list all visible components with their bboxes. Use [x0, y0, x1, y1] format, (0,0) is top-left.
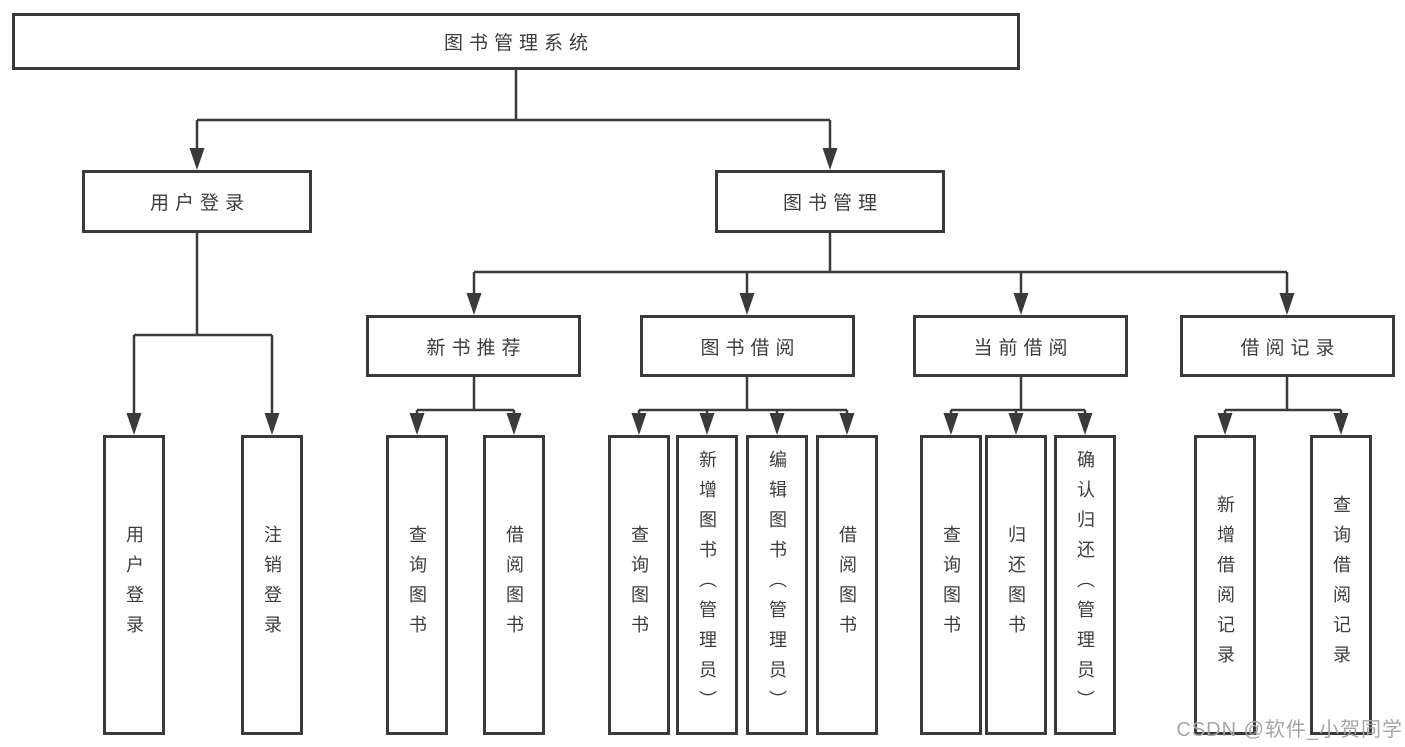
arrowhead-icon — [506, 413, 522, 435]
arrowhead-icon — [1279, 293, 1295, 315]
node-new-book-recommend: 新书推荐 — [366, 315, 581, 377]
leaf-user-login: 用户登录 — [103, 435, 165, 735]
arrowhead-icon — [264, 413, 280, 435]
leaf-query-borrow-record: 查询借阅记录 — [1310, 435, 1372, 735]
leaf-add-book-admin-label: 新增图书（管理员） — [697, 450, 717, 720]
leaf-add-borrow-record: 新增借阅记录 — [1194, 435, 1256, 735]
leaf-query-book-borrow-label: 查询图书 — [629, 525, 649, 645]
leaf-user-login-label: 用户登录 — [124, 525, 144, 645]
arrowhead-icon — [409, 413, 425, 435]
leaf-borrow-book-borrow: 借阅图书 — [816, 435, 878, 735]
node-user-login-label: 用户登录 — [149, 193, 250, 214]
node-book-management: 图书管理 — [715, 170, 945, 233]
leaf-add-borrow-record-label: 新增借阅记录 — [1215, 495, 1235, 675]
leaf-query-book-newbook-label: 查询图书 — [407, 525, 427, 645]
arrowhead-icon — [1217, 413, 1233, 435]
leaf-borrow-book-borrow-label: 借阅图书 — [837, 525, 857, 645]
arrowhead-icon — [822, 148, 838, 170]
arrowhead-icon — [839, 413, 855, 435]
node-user-login: 用户登录 — [82, 170, 312, 233]
leaf-query-book-current-label: 查询图书 — [941, 525, 961, 645]
node-root-label: 图书管理系统 — [443, 33, 594, 54]
arrowhead-icon — [769, 413, 785, 435]
arrowhead-icon — [1333, 413, 1349, 435]
node-root: 图书管理系统 — [12, 13, 1020, 70]
leaf-query-book-borrow: 查询图书 — [608, 435, 670, 735]
arrowhead-icon — [943, 413, 959, 435]
leaf-confirm-return-admin-label: 确认归还（管理员） — [1075, 450, 1095, 720]
arrowhead-icon — [1013, 293, 1029, 315]
leaf-return-book-label: 归还图书 — [1006, 525, 1026, 645]
leaf-query-book-newbook: 查询图书 — [386, 435, 448, 735]
node-borrow-records-label: 借阅记录 — [1240, 337, 1341, 359]
arrowhead-icon — [1077, 413, 1093, 435]
leaf-return-book: 归还图书 — [985, 435, 1047, 735]
leaf-edit-book-admin-label: 编辑图书（管理员） — [767, 450, 787, 720]
arrowhead-icon — [739, 293, 755, 315]
arrowhead-icon — [1008, 413, 1024, 435]
node-current-borrow-label: 当前借阅 — [973, 337, 1074, 359]
leaf-add-book-admin: 新增图书（管理员） — [676, 435, 738, 735]
arrowhead-icon — [189, 148, 205, 170]
arrowheads — [126, 148, 1349, 435]
node-borrow-records: 借阅记录 — [1180, 315, 1395, 377]
arrowhead-icon — [466, 293, 482, 315]
arrowhead-icon — [631, 413, 647, 435]
node-book-management-label: 图书管理 — [782, 193, 883, 214]
node-current-borrow: 当前借阅 — [913, 315, 1128, 377]
leaf-query-book-current: 查询图书 — [920, 435, 982, 735]
leaf-borrow-book-newbook-label: 借阅图书 — [504, 525, 524, 645]
leaf-logout: 注销登录 — [241, 435, 303, 735]
leaf-query-borrow-record-label: 查询借阅记录 — [1331, 495, 1351, 675]
csdn-watermark: CSDN @软件_小贺同学 — [1176, 719, 1403, 741]
leaf-logout-label: 注销登录 — [262, 525, 282, 645]
leaf-confirm-return-admin: 确认归还（管理员） — [1054, 435, 1116, 735]
leaf-edit-book-admin: 编辑图书（管理员） — [746, 435, 808, 735]
node-book-borrow: 图书借阅 — [640, 315, 855, 377]
arrowhead-icon — [699, 413, 715, 435]
node-new-book-recommend-label: 新书推荐 — [426, 337, 527, 359]
arrowhead-icon — [126, 413, 142, 435]
node-book-borrow-label: 图书借阅 — [700, 337, 801, 359]
leaf-borrow-book-newbook: 借阅图书 — [483, 435, 545, 735]
